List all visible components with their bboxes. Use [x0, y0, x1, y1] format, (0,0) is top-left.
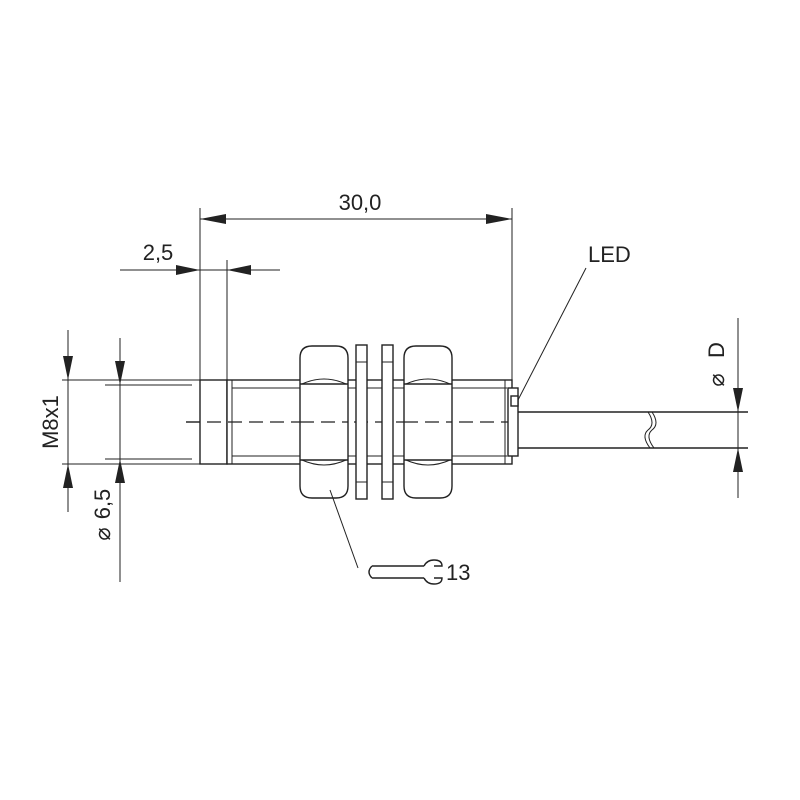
led-indicator [510, 395, 519, 407]
dim-65-symbol: ⌀ [90, 527, 115, 540]
dim-25-label: 2,5 [143, 240, 174, 265]
led-leader [517, 267, 587, 401]
washer-front [355, 344, 368, 500]
wrench-size-label: 13 [446, 560, 470, 585]
rear-cap [507, 387, 519, 457]
dim-d-symbol: ⌀ [704, 373, 729, 386]
washer-rear [381, 344, 394, 500]
wrench-icon [368, 559, 443, 585]
cable-break [644, 411, 653, 449]
led-label: LED [588, 242, 631, 267]
dim-d-label: D [704, 342, 729, 358]
wrench-leader [329, 489, 359, 569]
dim-30-label: 30,0 [339, 190, 382, 215]
dim-65-label: 6,5 [90, 489, 115, 520]
hex-nut-front [299, 345, 349, 499]
dim-m8-label: M8x1 [38, 395, 63, 449]
hex-nut-rear [403, 345, 453, 499]
